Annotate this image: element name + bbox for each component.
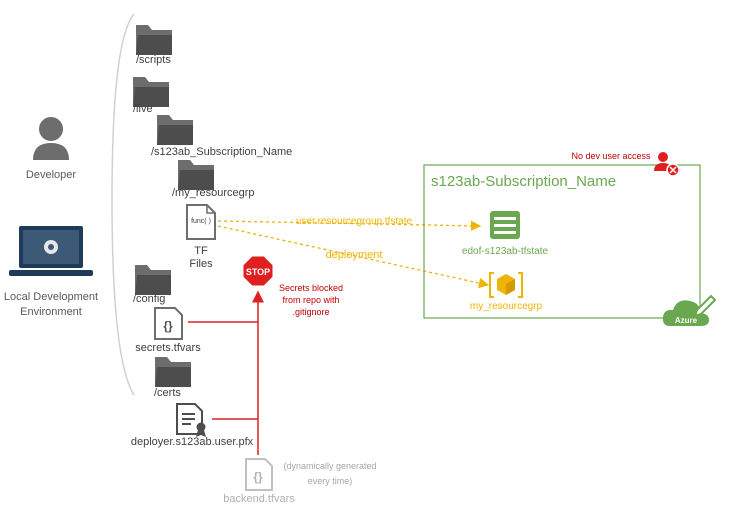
laptop-icon [9, 226, 93, 276]
folder-icon-subscription[interactable] [157, 115, 193, 145]
deployment-arrow-label: deployment [326, 249, 383, 261]
svg-text:{}: {} [253, 470, 263, 484]
backend-note-line1: (dynamically generated [283, 461, 376, 471]
backend-label[interactable]: backend.tfvars [223, 493, 295, 505]
tf-label-line1: TF [194, 245, 208, 257]
no-access-label: No dev user access [571, 151, 651, 161]
stop-note-line2: from repo with [282, 295, 339, 305]
secrets-file-icon[interactable]: {} [154, 307, 183, 340]
folder-label-scripts[interactable]: /scripts [136, 54, 171, 66]
gitignore-block-lines [188, 290, 264, 455]
env-label-line2: Environment [20, 306, 82, 318]
tf-icon-text: func( ) [191, 218, 211, 225]
developer-icon [33, 117, 69, 160]
pencil-icon [693, 294, 717, 318]
folder-label-config[interactable]: /config [133, 293, 165, 305]
env-label-line1: Local Development [4, 291, 98, 303]
certificate-file-icon[interactable] [176, 403, 206, 437]
folder-label-resourcegrp[interactable]: /my_resourcegrp [172, 187, 255, 199]
stop-note-line1: Secrets blocked [279, 283, 343, 293]
folder-icon-live[interactable] [133, 77, 169, 107]
resource-group-label[interactable]: my_resourcegrp [470, 301, 543, 312]
resource-group-icon[interactable] [489, 272, 523, 298]
state-arrow [217, 220, 482, 232]
stop-note-line3: .gitignore [292, 307, 329, 317]
backend-file-icon[interactable]: {} [245, 458, 273, 491]
azure-cloud-label: Azure [675, 316, 698, 325]
secrets-label[interactable]: secrets.tfvars [135, 342, 201, 354]
storage-label[interactable]: edof-s123ab-tfstate [462, 246, 549, 257]
pfx-label[interactable]: deployer.s123ab.user.pfx [131, 436, 254, 448]
folder-icon-scripts[interactable] [136, 25, 172, 55]
folder-icon-resourcegrp[interactable] [178, 160, 214, 190]
subscription-title: s123ab-Subscription_Name [431, 173, 616, 190]
stop-sign-icon: STOP [242, 255, 274, 287]
developer-label: Developer [26, 169, 76, 181]
azure-cloud-icon: Azure [662, 300, 709, 326]
backend-note-line2: every time) [308, 476, 353, 486]
folder-label-live[interactable]: /live [133, 103, 153, 115]
folder-label-subscription[interactable]: /s123ab_Subscription_Name [151, 146, 292, 158]
subscription-box [423, 164, 701, 319]
deployment-arrow [217, 225, 490, 289]
storage-account-icon[interactable] [490, 211, 520, 239]
folder-icon-config[interactable] [135, 265, 171, 295]
state-arrow-label: user.resourcegroup.tfstate [296, 216, 413, 227]
stop-sign-text: STOP [246, 267, 270, 277]
tf-label-line2: Files [189, 258, 213, 270]
tf-file-icon[interactable]: func( ) [186, 204, 216, 240]
no-access-user-icon [654, 152, 680, 177]
folder-icon-certs[interactable] [155, 357, 191, 387]
folder-label-certs[interactable]: /certs [154, 387, 181, 399]
tree-brace [111, 13, 135, 396]
svg-text:{}: {} [163, 319, 173, 333]
